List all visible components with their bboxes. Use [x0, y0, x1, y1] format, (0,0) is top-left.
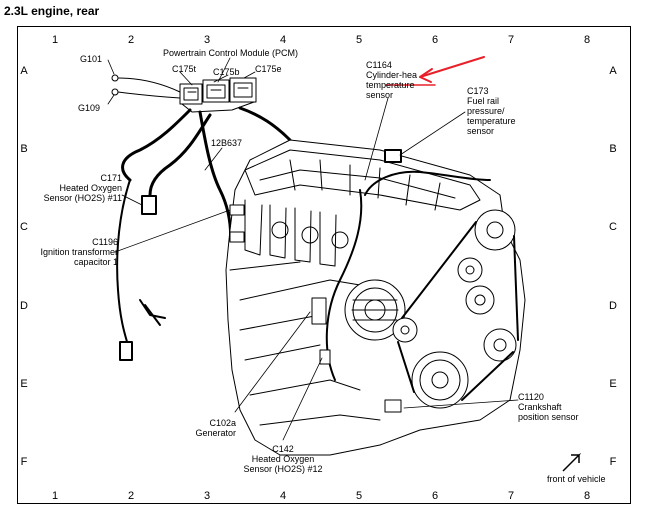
- grid-col-2-bottom: 2: [127, 490, 135, 502]
- belt-drive: [392, 209, 519, 409]
- grid-row-e-right: E: [609, 378, 617, 390]
- label-12b637: 12B637: [211, 138, 243, 148]
- ground-terminals: [111, 74, 181, 99]
- grid-row-d-right: D: [609, 300, 617, 312]
- label-g101: G101: [80, 54, 103, 64]
- grid-col-5: 5: [355, 34, 363, 46]
- grid-row-f-right: F: [609, 456, 617, 468]
- label-c173: C173 Fuel rail pressure/ temperature sen…: [467, 86, 516, 136]
- grid-row-a: A: [20, 65, 28, 77]
- grid-col-6-bottom: 6: [431, 490, 439, 502]
- orientation-arrow-icon: [562, 452, 582, 472]
- grid-col-4: 4: [279, 34, 287, 46]
- front-of-vehicle-label: front of vehicle: [547, 474, 606, 484]
- grid-col-1-bottom: 1: [51, 490, 59, 502]
- grid-col-6: 6: [431, 34, 439, 46]
- label-g109: G109: [78, 103, 101, 113]
- page-title: 2.3L engine, rear: [4, 4, 100, 18]
- grid-col-7: 7: [507, 34, 515, 46]
- grid-row-b: B: [20, 143, 28, 155]
- grid-row-b-right: B: [609, 143, 617, 155]
- grid-col-8: 8: [583, 34, 591, 46]
- grid-col-5-bottom: 5: [355, 490, 363, 502]
- grid-row-f: F: [20, 456, 28, 468]
- grid-col-1: 1: [51, 34, 59, 46]
- leader-lines: [107, 57, 519, 441]
- label-c142: C142 Heated Oxygen Sensor (HO2S) #12: [243, 444, 323, 474]
- label-c1196: C1196 Ignition transformer capacitor 1: [40, 237, 118, 267]
- grid-col-3-bottom: 3: [203, 490, 211, 502]
- grid-col-4-bottom: 4: [279, 490, 287, 502]
- grid-col-2: 2: [127, 34, 135, 46]
- generator: [311, 279, 406, 341]
- annotation-arrow: [419, 56, 485, 78]
- annotation-arrowhead: [419, 68, 433, 83]
- grid-col-8-bottom: 8: [583, 490, 591, 502]
- front-of-vehicle-indicator: front of vehicle: [535, 445, 615, 485]
- label-c175t: C175t: [172, 64, 197, 74]
- grid-row-c: C: [20, 221, 28, 233]
- pcm-connectors: [179, 77, 257, 113]
- grid-col-3: 3: [203, 34, 211, 46]
- grid-row-a-right: A: [609, 65, 617, 77]
- harness-branch-o2: [116, 179, 166, 361]
- grid-col-7-bottom: 7: [507, 490, 515, 502]
- label-c1120: C1120 Crankshaft position sensor: [518, 392, 579, 422]
- diagram-frame: [17, 26, 631, 504]
- grid-row-d: D: [20, 300, 28, 312]
- label-c175e: C175e: [255, 64, 282, 74]
- label-c1164: C1164 Cylinder-hea temperature sensor: [366, 60, 418, 100]
- label-c102a: C102a Generator: [195, 418, 236, 438]
- grid-row-c-right: C: [609, 221, 617, 233]
- label-pcm: Powertrain Control Module (PCM): [163, 48, 299, 58]
- grid-row-e: E: [20, 378, 28, 390]
- label-c175b: C175b: [213, 67, 240, 77]
- label-c171: C171 Heated Oxygen Sensor (HO2S) #11: [43, 173, 122, 203]
